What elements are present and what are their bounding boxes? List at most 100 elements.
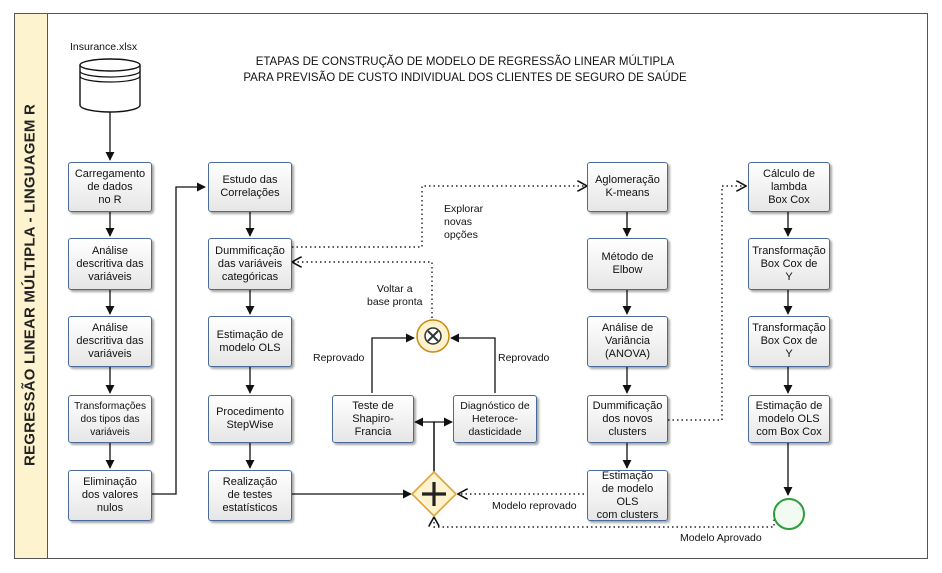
- text-line: Y: [785, 270, 793, 283]
- reprovado-right-label: Reprovado: [498, 352, 550, 364]
- text-line: Estimação: [601, 469, 654, 482]
- text-line: no R: [98, 193, 122, 206]
- text-line: Estimação de: [755, 399, 823, 412]
- text-line: Variância: [604, 335, 651, 347]
- text-line: dos novos: [602, 412, 653, 425]
- database-icon: [79, 58, 141, 113]
- text-line: Método de: [601, 251, 654, 263]
- reprovado-left-label: Reprovado: [313, 352, 365, 364]
- text-line: Y: [785, 348, 793, 360]
- text-line: Transformações: [74, 400, 146, 412]
- text-line: Aglomeração: [595, 174, 660, 186]
- text-line: de dados: [87, 180, 133, 193]
- text-line: variáveis: [90, 426, 130, 438]
- text-line: Box Cox de: [760, 335, 818, 347]
- text-line: K-means: [605, 187, 650, 199]
- text-line: Heteroce-: [471, 412, 519, 425]
- text-line: Elbow: [612, 264, 643, 276]
- text-line: Transformação: [752, 322, 826, 334]
- modelo-reprovado-label: Modelo reprovado: [492, 500, 577, 512]
- text-line: Teste de: [352, 399, 394, 412]
- text-line: com Box Cox: [756, 425, 822, 438]
- text-line: das variáveis: [217, 257, 283, 270]
- back-to-base-label: Voltar a base pronta: [367, 283, 422, 309]
- text-line: estatísticos: [222, 502, 278, 514]
- end-event-icon[interactable]: [771, 496, 807, 532]
- text-line: base pronta: [367, 296, 423, 308]
- text-line: Dummificação: [592, 399, 663, 412]
- modelo-aprovado-label: Modelo Aprovado: [680, 532, 762, 544]
- text-line: variáveis: [88, 270, 132, 283]
- text-line: opções: [444, 229, 478, 241]
- text-line: StepWise: [226, 419, 274, 431]
- text-line: dos valores: [81, 489, 139, 501]
- text-line: categóricas: [221, 270, 279, 283]
- text-line: de testes: [227, 489, 273, 501]
- text-line: variáveis: [88, 348, 132, 360]
- text-line: Explorar: [444, 203, 484, 215]
- text-line: Correlações: [220, 187, 280, 199]
- title-line-1: ETAPAS DE CONSTRUÇÃO DE MODELO DE REGRES…: [255, 56, 675, 68]
- text-line: Estudo das: [222, 174, 278, 186]
- text-line: Realização: [222, 476, 278, 488]
- text-line: Box Cox: [768, 193, 810, 206]
- text-line: Francia: [354, 425, 392, 438]
- text-line: nulos: [96, 502, 124, 514]
- text-line: Cálculo de: [763, 167, 815, 180]
- text-line: Carregamento: [74, 167, 146, 180]
- text-line: Transformação: [752, 244, 826, 257]
- text-line: Diagnóstico de: [460, 399, 530, 412]
- text-line: Análise de: [601, 322, 654, 334]
- text-line: descritiva das: [76, 335, 144, 347]
- explore-options-label: Explorar novas opções: [444, 203, 483, 242]
- text-line: Procedimento: [216, 406, 284, 418]
- text-line: Eliminação: [83, 476, 137, 488]
- parallel-gateway-icon[interactable]: [411, 471, 457, 517]
- title-line-2: PARA PREVISÃO DE CUSTO INDIVIDUAL DOS CL…: [243, 72, 687, 84]
- text-line: Análise: [91, 322, 129, 334]
- text-line: com clusters: [596, 508, 659, 521]
- swimlane-header: [14, 13, 48, 559]
- text-line: (ANOVA): [604, 348, 651, 360]
- text-line: descritiva das: [76, 257, 144, 270]
- diagram-title: ETAPAS DE CONSTRUÇÃO DE MODELO DE REGRES…: [200, 54, 730, 86]
- text-line: Voltar a: [376, 283, 413, 295]
- database-label: Insurance.xlsx: [70, 41, 138, 53]
- text-line: clusters: [608, 425, 647, 438]
- text-line: Box Cox de: [760, 257, 818, 270]
- text-line: de modelo OLS: [601, 482, 654, 508]
- text-line: Estimação de: [216, 328, 284, 341]
- text-line: modelo OLS: [758, 412, 820, 425]
- text-line: Shapiro-: [352, 412, 394, 425]
- text-line: Análise: [91, 244, 129, 257]
- text-line: modelo OLS: [219, 341, 281, 354]
- text-line: lambda: [770, 180, 808, 193]
- text-line: novas: [444, 216, 473, 228]
- text-line: dasticidade: [468, 425, 522, 438]
- text-line: Dummificação: [215, 244, 285, 257]
- exclusive-gateway-icon[interactable]: [415, 318, 451, 354]
- text-line: dos tipos das: [80, 413, 140, 425]
